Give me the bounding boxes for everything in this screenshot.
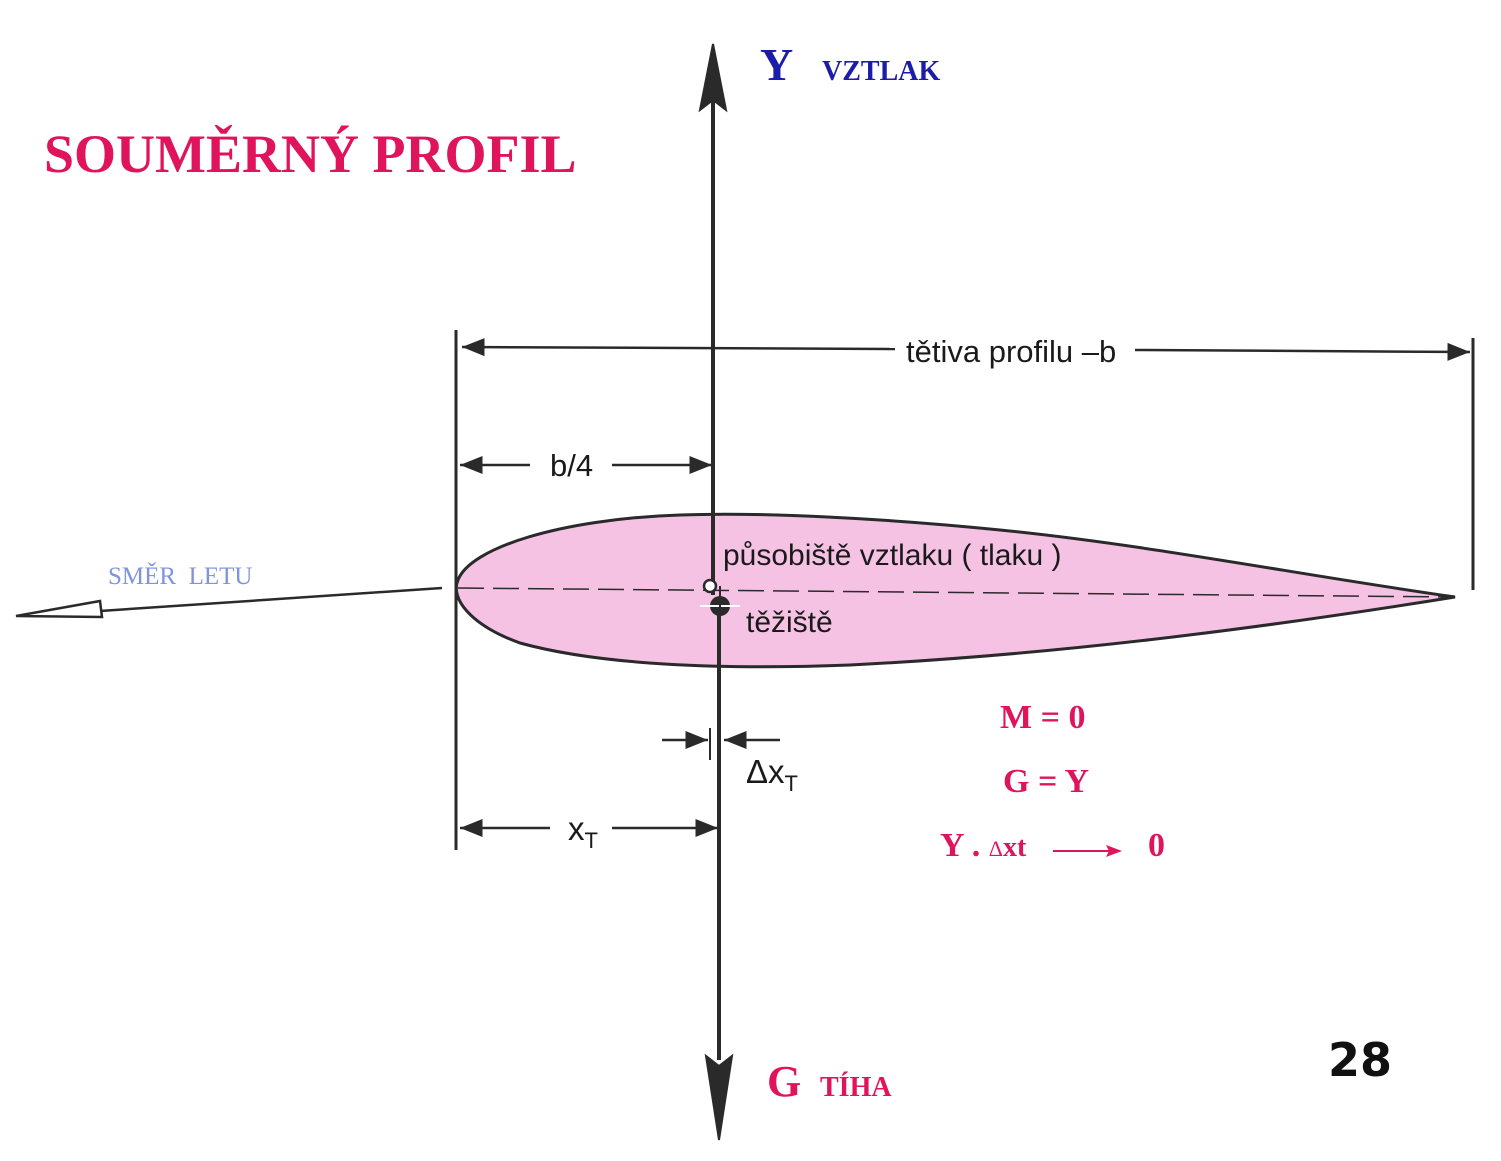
lift-arrowhead — [698, 43, 728, 113]
xt-label: xT — [568, 810, 598, 853]
lift-axis-label: Y VZTLAK — [760, 39, 940, 90]
moment-equation: M = 0 — [1000, 699, 1085, 736]
limit-equation: Y . Δxt 0 — [940, 827, 1165, 864]
chord-label: tětiva profilu –b — [906, 334, 1116, 369]
force-equation: G = Y — [1003, 763, 1089, 800]
chord-dimension — [461, 338, 1471, 361]
quarter-chord-label: b/4 — [550, 448, 593, 483]
delta-xt-label: ΔxT — [746, 753, 798, 796]
center-of-gravity-marker — [700, 586, 740, 626]
pressure-center-label: působiště vztlaku ( tlaku ) — [723, 539, 1061, 572]
svg-text:Y . Δxt: Y . Δxt — [940, 827, 1027, 864]
airfoil-profile — [454, 512, 1456, 669]
pressure-center-marker — [702, 578, 718, 594]
weight-arrowhead — [704, 1053, 734, 1141]
svg-text:0: 0 — [1148, 827, 1165, 864]
weight-axis-label: G TÍHA — [767, 1057, 892, 1106]
flight-direction-arrow — [15, 586, 443, 619]
page-number: 28 — [1328, 1033, 1392, 1087]
flight-direction-label: SMĚR LETU — [108, 562, 252, 590]
page-title: SOUMĚRNÝ PROFIL — [44, 124, 577, 184]
chord-line — [457, 587, 1456, 598]
center-of-gravity-label: těžiště — [746, 606, 833, 639]
delta-xt-dimension — [662, 728, 780, 760]
